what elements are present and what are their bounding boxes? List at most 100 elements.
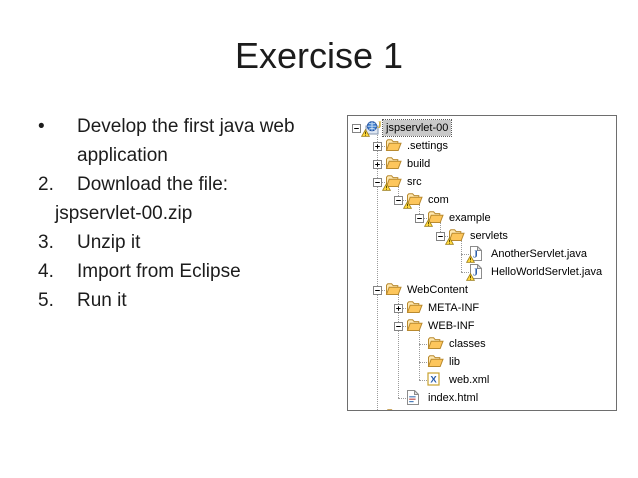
tree-connector-stub — [377, 182, 391, 183]
tree-connector-line — [398, 186, 399, 200]
tree-row-label: jspservlet-00 — [381, 119, 453, 137]
list-marker: 5. — [38, 290, 54, 311]
folder-icon — [406, 318, 425, 334]
tree-connector-stub — [398, 398, 412, 399]
list-marker: • — [38, 116, 45, 137]
tree-row-label: AnotherServlet.java — [491, 248, 587, 260]
slide-title: Exercise 1 — [234, 35, 404, 76]
list-item-2: 2. Download the file: — [38, 170, 350, 199]
list-item-5: 4. Import from Eclipse — [38, 257, 350, 286]
tree-connector-line — [419, 330, 420, 380]
tree-connector-stub — [461, 272, 475, 273]
tree-row-src[interactable]: src — [348, 173, 616, 191]
tree-connector-line — [440, 222, 441, 236]
folder-icon — [403, 192, 425, 209]
list-item-text: Import from Eclipse — [77, 261, 241, 282]
warning-badge-icon — [466, 255, 475, 263]
tree-connector-stub — [377, 290, 391, 291]
tree-row-WebContent[interactable]: WebContent — [348, 281, 616, 299]
tree-row-label: example — [449, 212, 491, 224]
list-item-text: Develop the first java web application — [77, 116, 295, 166]
expand-plus-icon[interactable] — [373, 142, 382, 151]
tree-connector-line — [377, 132, 378, 410]
svg-text:J: J — [377, 120, 382, 130]
tree-row-index.html[interactable]: index.html — [348, 389, 616, 407]
folder-icon — [427, 336, 446, 352]
list-marker: 3. — [38, 232, 54, 253]
bullet-list: • Develop the first java web application 2… — [38, 112, 350, 315]
tree-connector-stub — [440, 236, 454, 237]
tree-row-lib[interactable]: lib — [348, 353, 616, 371]
tree-connector-stub — [461, 254, 475, 255]
tree-row-META-INF[interactable]: META-INF — [348, 299, 616, 317]
svg-text:J: J — [473, 250, 478, 261]
tree-connector-line — [398, 294, 399, 398]
tree-connector-stub — [419, 362, 433, 363]
tree-row-.settings[interactable]: .settings — [348, 137, 616, 155]
folder-icon — [424, 210, 446, 227]
tree-connector-line — [419, 204, 420, 218]
java-file-icon: J — [466, 246, 488, 263]
folder-icon — [385, 408, 404, 410]
tree-connector-stub — [419, 218, 433, 219]
collapse-minus-icon[interactable] — [415, 214, 424, 223]
folder-icon — [445, 228, 467, 245]
tree-connector-stub — [419, 344, 433, 345]
collapse-minus-icon[interactable] — [394, 322, 403, 331]
list-marker: 4. — [38, 261, 54, 282]
warning-badge-icon — [466, 273, 475, 281]
html-file-icon — [406, 390, 425, 406]
tree-connector-stub — [398, 200, 412, 201]
tree-row-build[interactable]: build — [348, 155, 616, 173]
list-marker: 2. — [38, 174, 54, 195]
tree-row-label: META-INF — [428, 302, 480, 314]
list-item-text: Unzip it — [77, 232, 141, 253]
tree-row-example[interactable]: example — [348, 209, 616, 227]
tree-row-label: WEB-INF — [428, 320, 475, 332]
folder-icon — [427, 354, 446, 370]
tree-connector-stub — [377, 164, 391, 165]
expand-plus-icon[interactable] — [394, 304, 403, 313]
collapse-minus-icon[interactable] — [373, 178, 382, 187]
collapse-minus-icon[interactable] — [373, 286, 382, 295]
collapse-minus-icon[interactable] — [352, 124, 361, 133]
tree-row-servlets[interactable]: servlets — [348, 227, 616, 245]
collapse-minus-icon[interactable] — [394, 196, 403, 205]
tree-row-AnotherServlet.java[interactable]: J AnotherServlet.java — [348, 245, 616, 263]
folder-icon — [385, 156, 404, 172]
tree-row-com[interactable]: com — [348, 191, 616, 209]
tree-connector-stub — [398, 308, 412, 309]
folder-icon — [382, 174, 404, 191]
tree-row-clipped[interactable] — [348, 407, 616, 410]
tree-row-label: build — [407, 158, 431, 170]
list-item-text: jspservlet-00.zip — [55, 203, 193, 224]
tree-row-label: lib — [449, 356, 461, 368]
list-item-text: Download the file: — [77, 174, 229, 195]
tree-connector-stub — [377, 146, 391, 147]
warning-badge-icon — [382, 183, 391, 191]
svg-text:X: X — [430, 375, 437, 386]
list-item-text: Run it — [77, 290, 127, 311]
tree-row-label: .settings — [407, 140, 448, 152]
tree-connector-stub — [419, 380, 433, 381]
tree-row-label: WebContent — [407, 284, 468, 296]
web-project-icon: J — [361, 120, 383, 137]
tree-row-label: com — [428, 194, 449, 206]
list-item-4: 3. Unzip it — [38, 228, 350, 257]
list-item-3: jspservlet-00.zip — [38, 199, 350, 228]
warning-badge-icon — [445, 237, 454, 245]
java-file-icon: J — [466, 264, 488, 281]
tree-row-WEB-INF[interactable]: WEB-INF — [348, 317, 616, 335]
collapse-minus-icon[interactable] — [436, 232, 445, 241]
tree-row-classes[interactable]: classes — [348, 335, 616, 353]
list-item-6: 5. Run it — [38, 286, 350, 315]
list-item-1: • Develop the first java web application — [38, 112, 350, 170]
expand-plus-icon[interactable] — [373, 160, 382, 169]
tree-row-label: web.xml — [449, 374, 490, 386]
